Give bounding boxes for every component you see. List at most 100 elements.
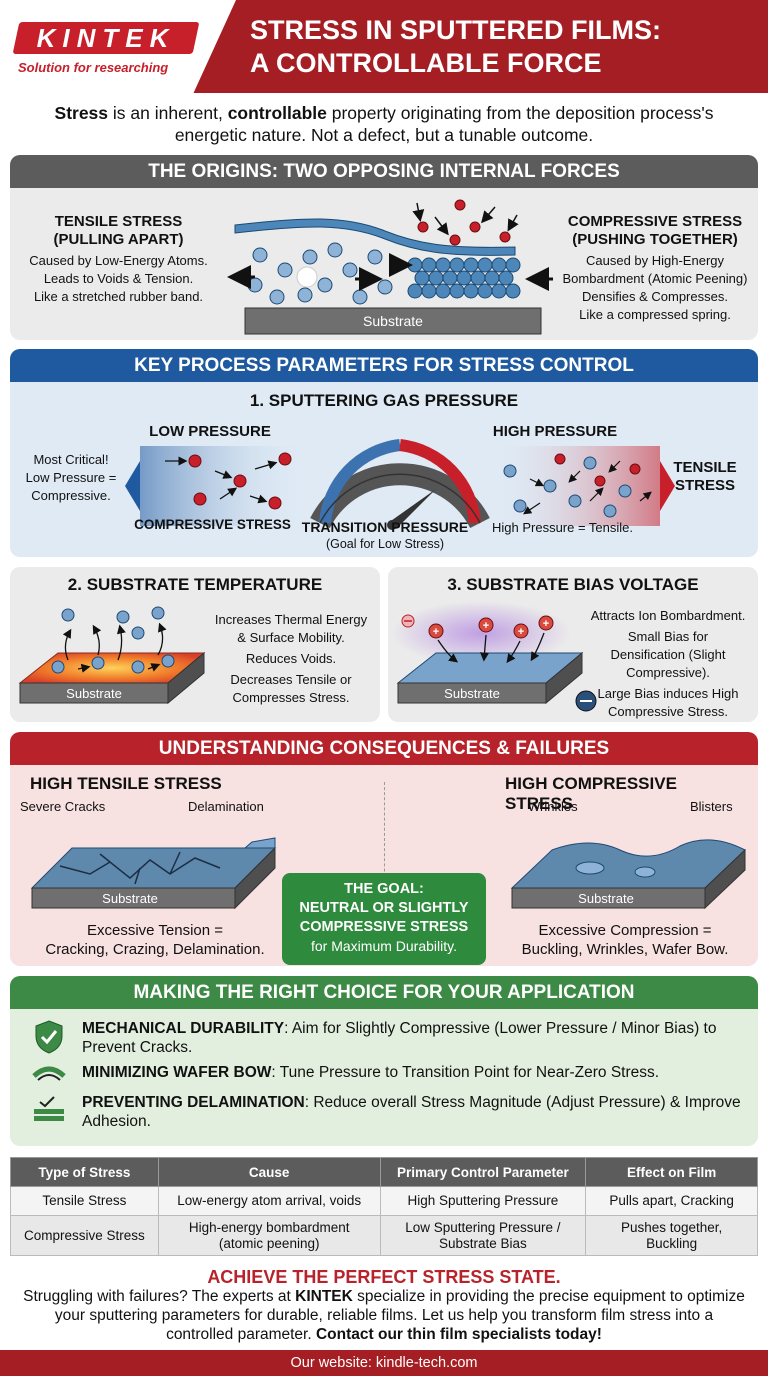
goal-line-1: THE GOAL: xyxy=(344,881,424,897)
temp-substrate-label: Substrate xyxy=(66,686,122,701)
bias-text: Attracts Ion Bombardment. Small Bias for… xyxy=(578,607,758,721)
table-cell: Low-energy atom arrival, voids xyxy=(157,1186,381,1216)
temperature-text: Increases Thermal Energy & Surface Mobil… xyxy=(206,611,376,707)
temperature-title: 2. SUBSTRATE TEMPERATURE xyxy=(67,575,323,594)
divider xyxy=(384,782,385,902)
tensile-failure-illustration: Substrate xyxy=(30,837,277,910)
cta-title: ACHIEVE THE PERFECT STRESS STATE. xyxy=(207,1267,561,1287)
transition-title: TRANSITION PRESSURE xyxy=(301,519,469,535)
bias-line-3: Densification (Slight xyxy=(610,647,726,662)
cta-text: Struggling with failures? The experts at… xyxy=(20,1287,748,1344)
compressive-substrate-label: Substrate xyxy=(578,891,634,906)
tensile-substrate-label: Substrate xyxy=(102,891,158,906)
svg-text:+: + xyxy=(543,618,549,630)
summary-table: Type of Stress Cause Primary Control Par… xyxy=(10,1157,758,1256)
tensile-failure-title: HIGH TENSILE STRESS xyxy=(30,774,222,793)
choice-3-bold: PREVENTING DELAMINATION xyxy=(82,1094,305,1111)
compressive-title: COMPRESSIVE STRESS xyxy=(567,213,743,230)
bias-illustration: Substrate + + + + xyxy=(391,601,597,712)
cta-brand: KINTEK xyxy=(295,1288,353,1305)
tensile-line-1: Caused by Low-Energy Atoms. xyxy=(29,253,208,268)
temp-line-4: Decreases Tensile or xyxy=(230,672,352,687)
intro-part-1: is an inherent, xyxy=(108,103,228,123)
substrate-block xyxy=(244,307,542,335)
origins-panel: THE ORIGINS: TWO OPPOSING INTERNAL FORCE… xyxy=(10,155,758,340)
pressure-title: 1. SPUTTERING GAS PRESSURE xyxy=(249,391,519,410)
tensile-origin-text: TENSILE STRESS (PULLING APART) Caused by… xyxy=(16,213,221,306)
delamination-label: Delamination xyxy=(188,799,264,814)
wafer-bow-icon xyxy=(32,1066,66,1081)
cell-line: (atomic peening) xyxy=(218,1235,320,1251)
compressive-origin-text: COMPRESSIVE STRESS (PUSHING TOGETHER) Ca… xyxy=(550,213,758,324)
cta-part-2: specialize in providing the precise equi… xyxy=(54,1288,745,1343)
brand-tagline: Solution for researching xyxy=(18,60,169,75)
table-cell: Compressive Stress xyxy=(10,1215,159,1256)
low-pressure-label: LOW PRESSURE xyxy=(149,423,271,440)
choice-2-bold: MINIMIZING WAFER BOW xyxy=(82,1064,272,1081)
svg-text:+: + xyxy=(518,626,524,638)
parameters-header: KEY PROCESS PARAMETERS FOR STRESS CONTRO… xyxy=(10,349,758,382)
compressive-subtitle: (PUSHING TOGETHER) xyxy=(572,231,738,248)
cell-line: Pushes together, xyxy=(620,1219,723,1235)
layers-icon xyxy=(34,1096,64,1121)
tensile-failure-line-1: Excessive Tension = xyxy=(86,922,224,939)
table-cell: High-energy bombardment(atomic peening) xyxy=(157,1215,381,1256)
bias-substrate-label: Substrate xyxy=(444,686,500,701)
cell-line: Substrate Bias xyxy=(438,1235,527,1251)
left-note-2: Low Pressure = xyxy=(25,470,117,485)
table-cell: Pushes together,Buckling xyxy=(585,1215,758,1256)
svg-text:+: + xyxy=(433,626,439,638)
intro-bold-controllable: controllable xyxy=(227,103,327,123)
cell-line: High Sputtering Pressure xyxy=(407,1193,559,1208)
table-header-row: Type of Stress Cause Primary Control Par… xyxy=(10,1157,758,1187)
intro-text: Stress is an inherent, controllable prop… xyxy=(20,102,748,146)
compressive-stress-label: COMPRESSIVE STRESS xyxy=(134,517,291,532)
compressive-failure-illustration: Substrate xyxy=(510,839,746,910)
shield-check-icon xyxy=(35,1020,63,1054)
cell-line: Low Sputtering Pressure / xyxy=(405,1219,561,1235)
bias-line-2: Small Bias for xyxy=(627,629,709,644)
compressive-failure-text: Excessive Compression = Buckling, Wrinkl… xyxy=(495,921,755,959)
cell-line: Buckling xyxy=(646,1235,698,1251)
cta-part-1: Struggling with failures? The experts at xyxy=(23,1288,296,1305)
pressure-left-note: Most Critical! Low Pressure = Compressiv… xyxy=(16,451,126,505)
choice-1-bold: MECHANICAL DURABILITY xyxy=(82,1020,285,1037)
compressive-line-2: Bombardment (Atomic Peening) xyxy=(562,271,748,286)
temp-line-2: & Surface Mobility. xyxy=(237,630,345,645)
table-cell: Pulls apart, Cracking xyxy=(585,1186,758,1216)
temperature-panel: 2. SUBSTRATE TEMPERATURE Substrate Incre… xyxy=(10,567,380,722)
tensile-title: TENSILE STRESS xyxy=(54,213,183,230)
choice-item-delamination: PREVENTING DELAMINATION: Reduce overall … xyxy=(82,1093,742,1131)
choice-item-wafer-bow: MINIMIZING WAFER BOW: Tune Pressure to T… xyxy=(82,1063,742,1082)
tensile-failure-text: Excessive Tension = Cracking, Crazing, D… xyxy=(20,921,290,959)
choice-2-text: : Tune Pressure to Transition Point for … xyxy=(271,1064,660,1081)
page-title: STRESS IN SPUTTERED FILMS: A CONTROLLABL… xyxy=(250,14,661,80)
goal-line-2: NEUTRAL OR SLIGHTLY xyxy=(299,900,469,916)
goal-line-3: COMPRESSIVE STRESS xyxy=(299,919,469,935)
tensile-failure-line-2: Cracking, Crazing, Delamination. xyxy=(45,941,265,958)
compressive-line-4: Like a compressed spring. xyxy=(579,307,731,322)
cell-line: High-energy bombardment xyxy=(188,1219,350,1235)
substrate-label: Substrate xyxy=(363,313,423,329)
cta-contact[interactable]: Contact our thin film specialists today! xyxy=(315,1326,602,1343)
svg-text:+: + xyxy=(483,620,489,632)
bias-line-5: Large Bias induces High xyxy=(597,686,739,701)
table-cell: Low Sputtering Pressure /Substrate Bias xyxy=(379,1215,587,1256)
title-line-2: A CONTROLLABLE FORCE xyxy=(250,48,602,78)
temp-line-3: Reduces Voids. xyxy=(245,651,337,666)
origins-header: THE ORIGINS: TWO OPPOSING INTERNAL FORCE… xyxy=(10,155,758,188)
footer-website[interactable]: Our website: kindle-tech.com xyxy=(0,1350,768,1376)
bias-title: 3. SUBSTRATE BIAS VOLTAGE xyxy=(447,575,699,594)
compressive-line-1: Caused by High-Energy xyxy=(585,253,725,268)
choice-panel: MAKING THE RIGHT CHOICE FOR YOUR APPLICA… xyxy=(10,976,758,1146)
temperature-illustration: Substrate xyxy=(18,606,206,705)
cell-line: Low-energy atom arrival, voids xyxy=(177,1193,362,1208)
intro-bold-stress: Stress xyxy=(54,103,109,123)
brand-logo[interactable]: KINTEK xyxy=(36,23,176,53)
table-cell: Tensile Stress xyxy=(10,1186,159,1216)
table-header-cause: Cause xyxy=(157,1157,381,1187)
bias-panel: 3. SUBSTRATE BIAS VOLTAGE Substrate + + + +… xyxy=(388,567,758,722)
temp-line-5: Compresses Stress. xyxy=(232,690,350,705)
high-pressure-note: High Pressure = Tensile. xyxy=(491,520,634,535)
compressive-failure-line-2: Buckling, Wrinkles, Wafer Bow. xyxy=(521,941,729,958)
